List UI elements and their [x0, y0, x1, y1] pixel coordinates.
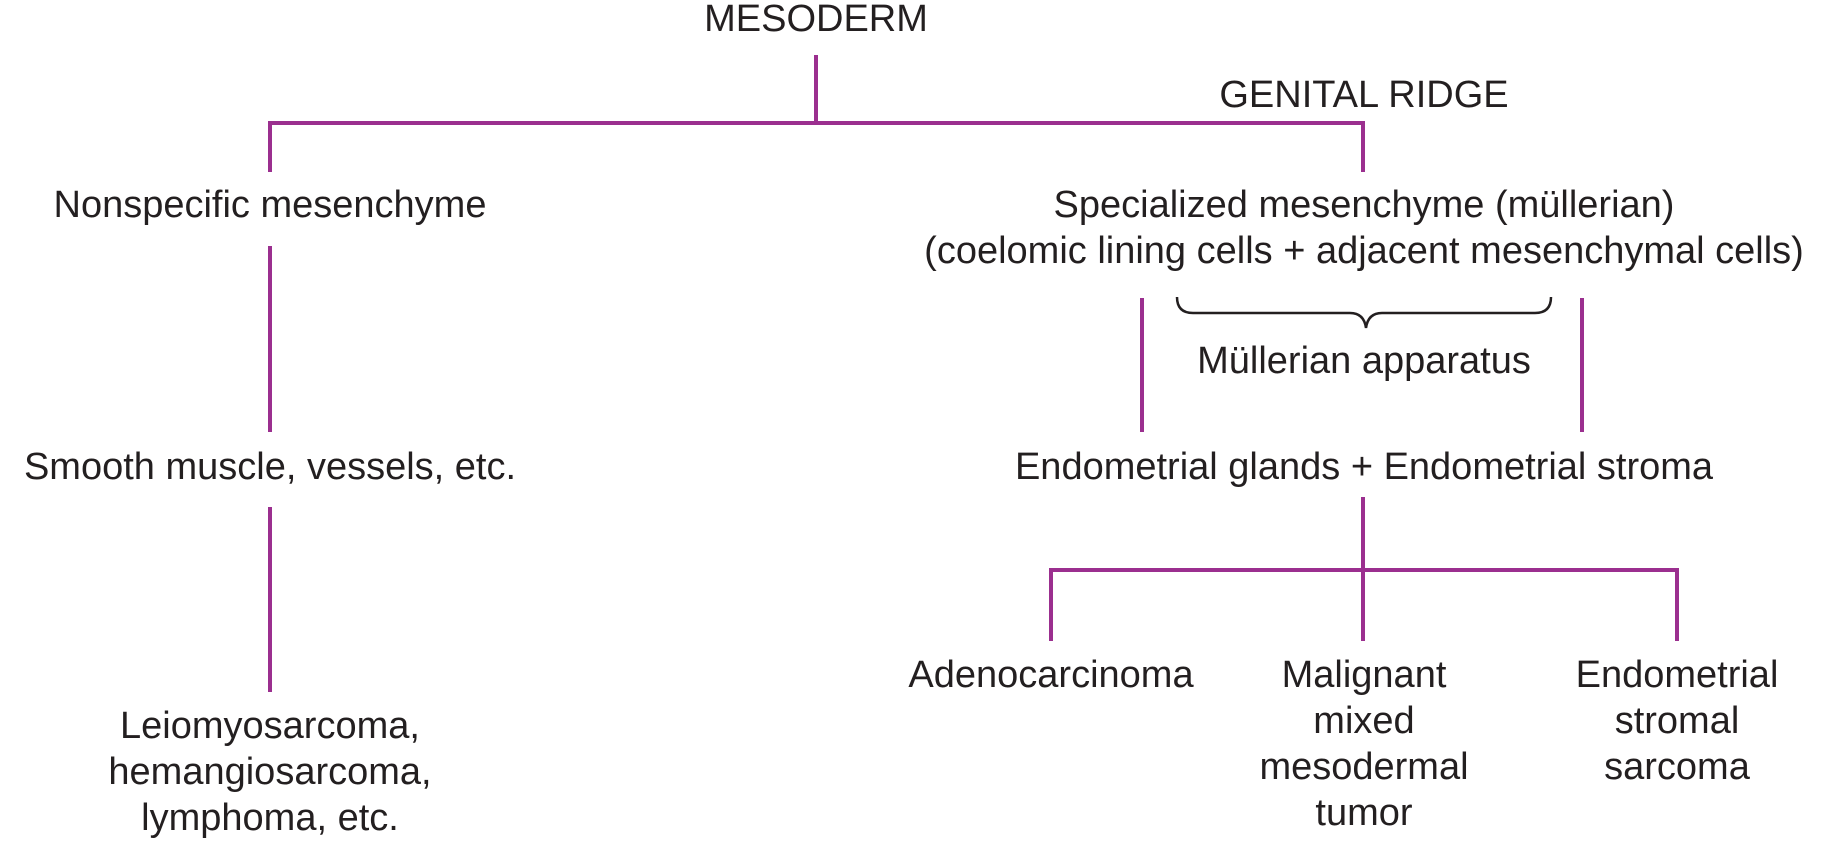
node-leiomyosarcoma: Leiomyosarcoma, hemangiosarcoma, lymphom…: [108, 703, 431, 841]
mmmt-line-4: tumor: [1315, 792, 1413, 834]
node-adenocarcinoma: Adenocarcinoma: [908, 654, 1194, 696]
node-smooth-muscle: Smooth muscle, vessels, etc.: [23, 446, 517, 488]
leio-line-1: Leiomyosarcoma,: [120, 705, 420, 747]
node-specialized-mesenchyme: Specialized mesenchyme (müllerian) (coel…: [924, 182, 1804, 274]
leio-line-2: hemangiosarcoma,: [108, 751, 432, 793]
ess-line-3: sarcoma: [1604, 746, 1750, 788]
node-mmmt: Malignant mixed mesodermal tumor: [1259, 652, 1468, 836]
specialized-line-2: (coelomic lining cells + adjacent mesenc…: [924, 230, 1804, 272]
node-genital-ridge: GENITAL RIDGE: [1219, 74, 1509, 116]
node-mesoderm: MESODERM: [704, 0, 928, 40]
mmmt-line-3: mesodermal: [1259, 746, 1469, 788]
ess-line-2: stromal: [1614, 700, 1740, 742]
node-nonspecific-mesenchyme: Nonspecific mesenchyme: [53, 184, 487, 226]
mullerian-brace: [1175, 296, 1553, 329]
specialized-line-1: Specialized mesenchyme (müllerian): [1053, 184, 1675, 226]
mmmt-line-1: Malignant: [1281, 654, 1447, 696]
node-mullerian-apparatus: Müllerian apparatus: [1197, 340, 1531, 382]
node-endometrial-stromal-sarcoma: Endometrial stromal sarcoma: [1576, 652, 1779, 790]
node-endometrial-glands-stroma: Endometrial glands + Endometrial stroma: [1014, 446, 1714, 488]
mmmt-line-2: mixed: [1313, 700, 1415, 742]
leio-line-3: lymphoma, etc.: [141, 797, 399, 839]
ess-line-1: Endometrial: [1575, 654, 1779, 696]
